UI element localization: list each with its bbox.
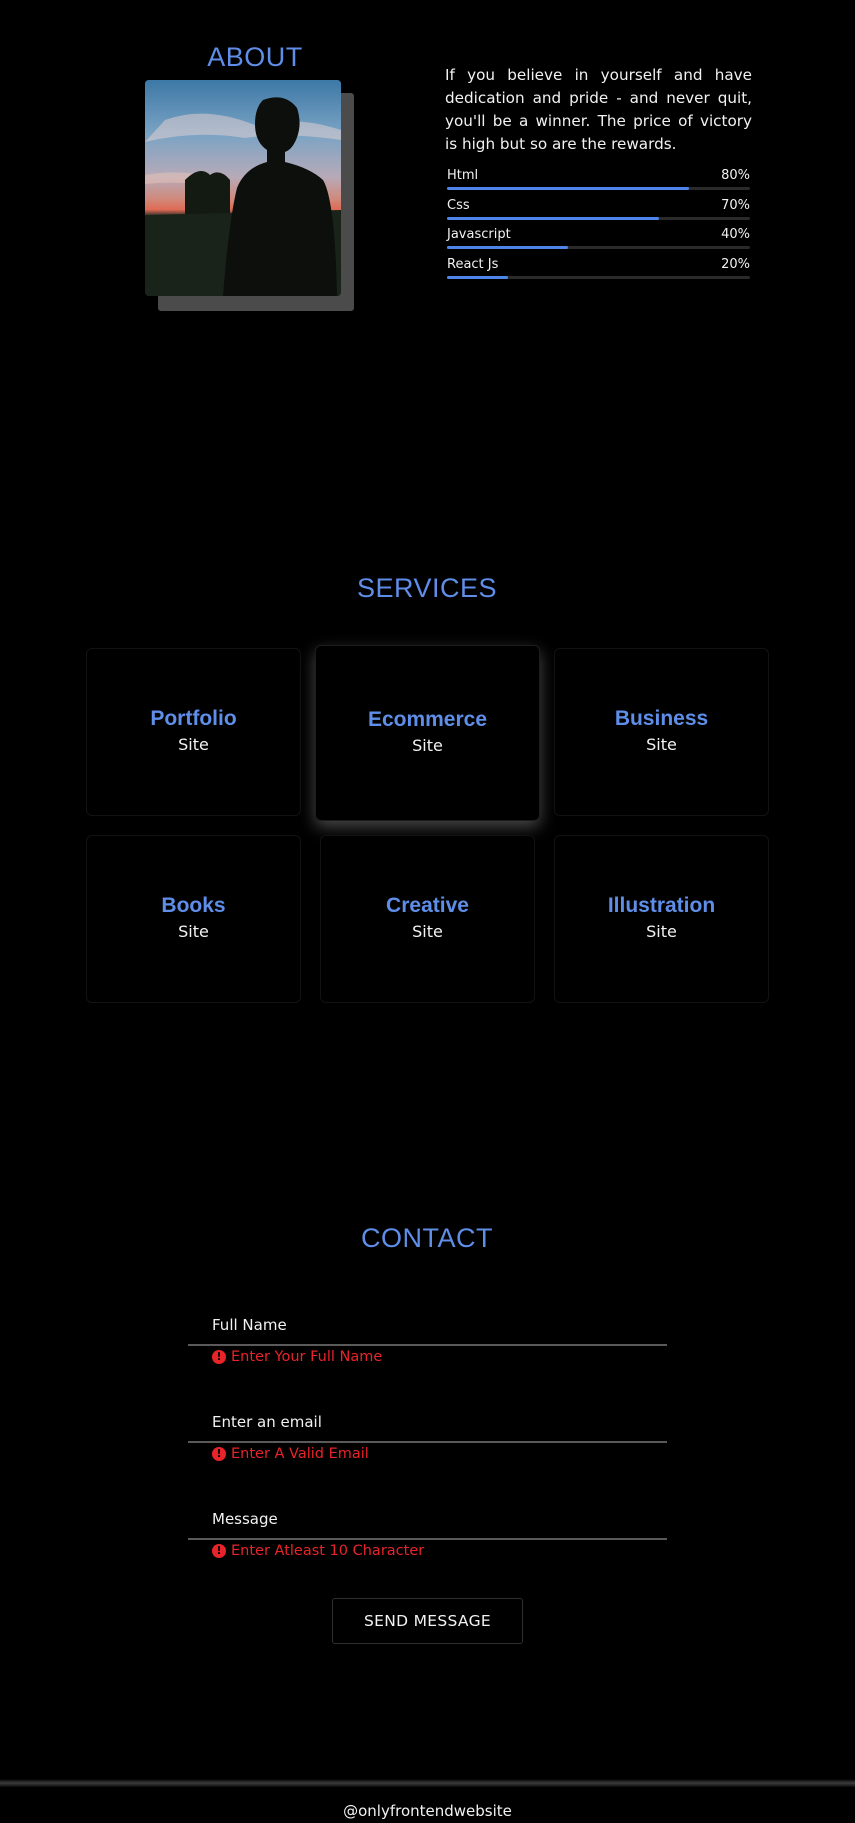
skill-percent: 40% xyxy=(721,227,750,242)
message-input[interactable] xyxy=(188,1504,671,1536)
email-error: ! Enter A Valid Email xyxy=(212,1446,369,1462)
about-title: ABOUT xyxy=(207,42,303,72)
full-name-input[interactable] xyxy=(188,1310,671,1342)
skill-percent: 80% xyxy=(721,168,750,183)
skill-css: Css 70% xyxy=(447,198,750,226)
services-title: SERVICES xyxy=(356,573,498,603)
service-card-business[interactable]: Business Site xyxy=(554,648,769,816)
skill-name: Html xyxy=(447,168,479,183)
email-underline xyxy=(188,1441,667,1443)
message-error: ! Enter Atleast 10 Character xyxy=(212,1543,424,1559)
full-name-underline xyxy=(188,1344,667,1346)
about-photo xyxy=(145,80,341,296)
skill-name: Css xyxy=(447,198,470,213)
service-card-subtitle: Site xyxy=(412,922,443,941)
service-card-subtitle: Site xyxy=(178,735,209,754)
service-card-title: Books xyxy=(161,894,226,917)
service-card-ecommerce[interactable]: Ecommerce Site xyxy=(315,645,540,821)
service-card-portfolio[interactable]: Portfolio Site xyxy=(86,648,301,816)
error-icon: ! xyxy=(212,1447,226,1461)
skill-name: React Js xyxy=(447,257,499,272)
service-card-books[interactable]: Books Site xyxy=(86,835,301,1003)
skill-progress-track xyxy=(447,217,750,220)
skill-percent: 20% xyxy=(721,257,750,272)
service-card-title: Illustration xyxy=(607,894,716,917)
error-text: Enter Your Full Name xyxy=(231,1349,383,1365)
service-card-title: Portfolio xyxy=(150,707,237,730)
skill-percent: 70% xyxy=(721,198,750,213)
service-card-subtitle: Site xyxy=(646,735,677,754)
skill-progress-fill xyxy=(447,276,508,279)
error-text: Enter A Valid Email xyxy=(231,1446,369,1462)
service-card-title: Ecommerce xyxy=(367,708,488,731)
email-input[interactable] xyxy=(188,1407,671,1439)
footer-divider xyxy=(0,1779,855,1787)
service-card-subtitle: Site xyxy=(178,922,209,941)
service-card-creative[interactable]: Creative Site xyxy=(320,835,535,1003)
error-text: Enter Atleast 10 Character xyxy=(231,1543,425,1559)
skill-progress-track xyxy=(447,187,750,190)
about-text: If you believe in yourself and have dedi… xyxy=(445,66,752,153)
message-underline xyxy=(188,1538,667,1540)
service-card-title: Business xyxy=(614,707,709,730)
skill-name: Javascript xyxy=(447,227,511,242)
error-icon: ! xyxy=(212,1544,226,1558)
service-card-subtitle: Site xyxy=(412,736,443,755)
skill-progress-fill xyxy=(447,217,660,220)
skill-progress-fill xyxy=(447,187,690,190)
skill-progress-track xyxy=(447,276,750,279)
service-card-subtitle: Site xyxy=(646,922,677,941)
service-card-title: Creative xyxy=(386,894,469,917)
skill-javascript: Javascript 40% xyxy=(447,227,750,255)
contact-title: CONTACT xyxy=(361,1223,493,1253)
skill-progress-fill xyxy=(447,246,569,249)
send-message-button[interactable]: SEND MESSAGE xyxy=(332,1598,523,1644)
skill-react-js: React Js 20% xyxy=(447,257,750,285)
skill-progress-track xyxy=(447,246,750,249)
full-name-error: ! Enter Your Full Name xyxy=(212,1349,382,1365)
footer-handle: @onlyfrontendwebsite xyxy=(343,1802,512,1820)
error-icon: ! xyxy=(212,1350,226,1364)
service-card-illustration[interactable]: Illustration Site xyxy=(554,835,769,1003)
skill-html: Html 80% xyxy=(447,168,750,196)
